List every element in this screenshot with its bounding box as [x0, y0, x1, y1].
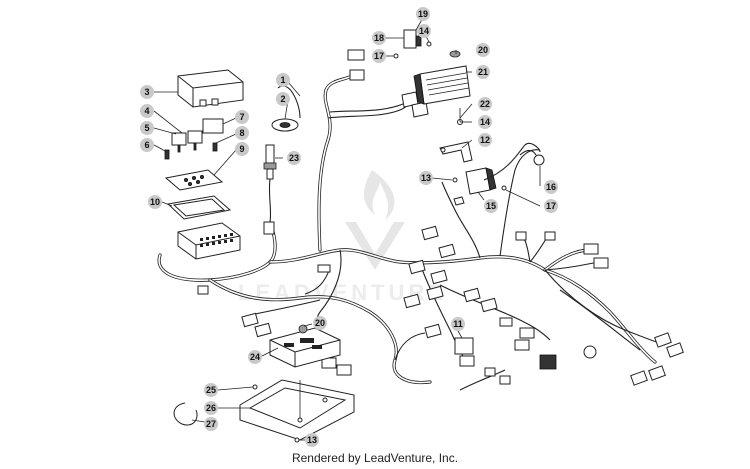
callout-22: 22: [478, 97, 492, 111]
svg-text:13: 13: [421, 173, 431, 183]
callout-20-lower: 20: [313, 316, 327, 330]
svg-text:9: 9: [239, 144, 244, 154]
svg-text:12: 12: [480, 135, 490, 145]
callout-12: 12: [478, 133, 492, 147]
callout-14-upper: 14: [417, 24, 431, 38]
svg-text:2: 2: [280, 94, 285, 104]
fuse-box-gasket-part: [166, 195, 232, 220]
harness-connectors: [197, 49, 684, 386]
voltage-regulator-part: [413, 65, 471, 105]
callout-6: 6: [140, 138, 154, 152]
svg-text:14: 14: [419, 26, 429, 36]
svg-text:19: 19: [418, 9, 428, 19]
callout-19: 19: [416, 7, 430, 21]
svg-text:17: 17: [546, 201, 556, 211]
svg-text:23: 23: [289, 153, 299, 163]
mounting-tray-part: [239, 324, 355, 443]
callout-13: 13: [419, 171, 433, 185]
callout-27: 27: [204, 417, 218, 431]
svg-text:4: 4: [144, 106, 149, 116]
svg-text:1: 1: [280, 75, 285, 85]
callout-20: 20: [476, 43, 490, 57]
svg-text:27: 27: [206, 419, 216, 429]
render-credit: Rendered by LeadVenture, Inc.: [291, 451, 459, 465]
callout-8: 8: [235, 126, 249, 140]
svg-text:21: 21: [478, 67, 488, 77]
svg-text:3: 3: [144, 87, 149, 97]
svg-text:16: 16: [546, 182, 556, 192]
svg-text:24: 24: [250, 352, 260, 362]
callout-18: 18: [372, 31, 386, 45]
callout-23: 23: [287, 151, 301, 165]
grommet-part: [271, 118, 299, 132]
callout-15: 15: [484, 199, 498, 213]
callout-17: 17: [544, 199, 558, 213]
fuse-box-base-part: [177, 222, 241, 260]
clamp-ring-part: [173, 402, 198, 426]
callout-2: 2: [276, 92, 290, 106]
ecu-module-part: [269, 327, 341, 368]
callout-16: 16: [544, 180, 558, 194]
callout-7: 7: [235, 110, 249, 124]
callout-24: 24: [248, 350, 262, 364]
callout-25: 25: [204, 383, 218, 397]
svg-text:22: 22: [480, 99, 490, 109]
svg-text:18: 18: [374, 33, 384, 43]
svg-text:13: 13: [307, 435, 317, 445]
svg-text:11: 11: [453, 319, 463, 329]
fuse-box-cover-part: [177, 69, 244, 108]
callout-11: 11: [451, 317, 465, 331]
fuse-panel-part: [164, 169, 224, 191]
svg-text:17: 17: [374, 51, 384, 61]
callout-17-upper: 17: [372, 49, 386, 63]
bracket-part: [439, 108, 473, 163]
svg-text:14: 14: [480, 117, 490, 127]
callout-5: 5: [140, 121, 154, 135]
svg-text:7: 7: [239, 112, 244, 122]
sensor-part: [263, 144, 277, 235]
ignition-coil-part: [452, 142, 541, 206]
svg-text:15: 15: [486, 201, 496, 211]
callout-26: 26: [204, 401, 218, 415]
callout-1: 1: [276, 73, 290, 87]
relay-parts: [164, 118, 224, 160]
svg-text:26: 26: [206, 403, 216, 413]
callout-10: 10: [148, 195, 162, 209]
svg-text:8: 8: [239, 128, 244, 138]
callout-3: 3: [140, 85, 154, 99]
callout-4: 4: [140, 104, 154, 118]
svg-text:20: 20: [315, 318, 325, 328]
svg-text:5: 5: [144, 123, 149, 133]
svg-text:20: 20: [478, 45, 488, 55]
callout-13-lower: 13: [305, 433, 319, 447]
callout-14: 14: [478, 115, 492, 129]
callout-21: 21: [476, 65, 490, 79]
svg-text:25: 25: [206, 385, 216, 395]
svg-text:10: 10: [150, 197, 160, 207]
callout-9: 9: [235, 142, 249, 156]
svg-text:6: 6: [144, 140, 149, 150]
